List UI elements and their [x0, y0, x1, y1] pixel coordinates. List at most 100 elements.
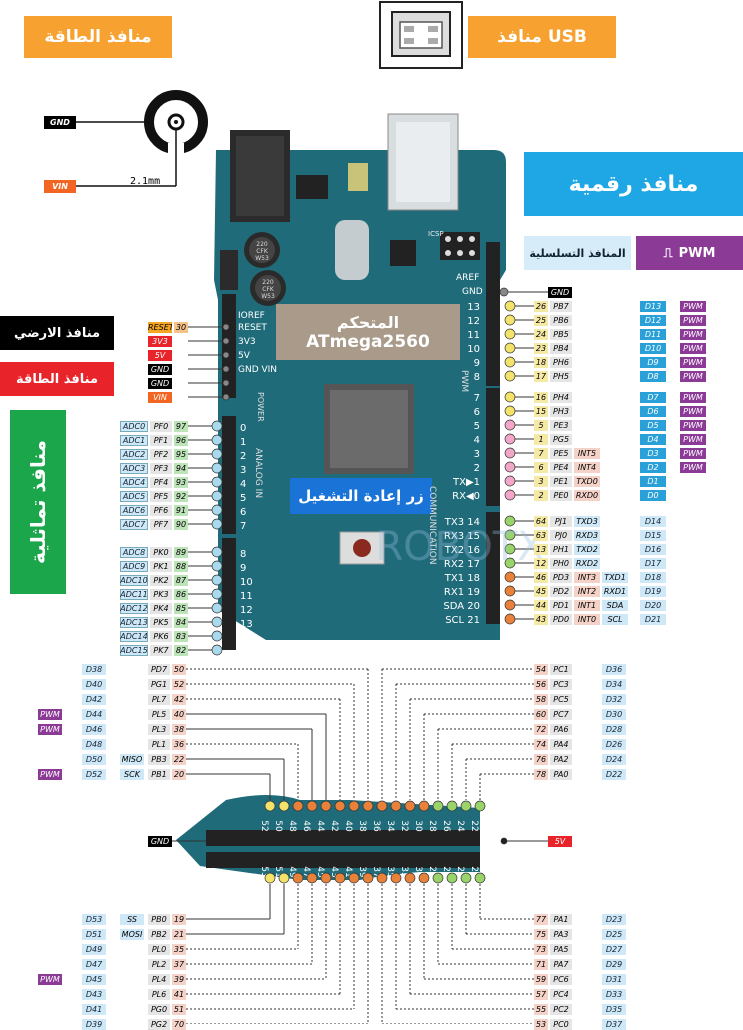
bottom-pin-number: 70 — [172, 1019, 186, 1030]
comm-extra-label: INT1 — [574, 600, 600, 611]
capacitor-text: W53 — [261, 293, 275, 300]
analog-pin-number: 88 — [174, 561, 188, 572]
analog-adc-label: ADC11 — [120, 589, 148, 600]
comm-d-label: D18 — [640, 572, 666, 583]
digital-pin-text: RX◀0 — [452, 491, 480, 502]
bottom-d-label: D47 — [82, 959, 106, 970]
bottom-d-label: D49 — [82, 944, 106, 955]
bottom-d-label: D51 — [82, 929, 106, 940]
analog-adc-label: ADC14 — [120, 631, 148, 642]
digital-pwm-label: PWM — [680, 301, 706, 312]
bottom-d-label: D36 — [602, 664, 626, 675]
capacitor-text: 220 — [256, 241, 268, 248]
bottom-top-dot — [446, 800, 458, 812]
bottom-port-label: PG1 — [148, 679, 170, 690]
bottom-port-label: PB3 — [148, 754, 170, 765]
bottom-pin-number: 53 — [534, 1019, 548, 1030]
analog-port-label: PK4 — [150, 603, 172, 614]
bottom-top-num: 26 — [441, 820, 451, 832]
bottom-top-num: 38 — [357, 820, 367, 832]
analog-pin-dot — [211, 420, 223, 432]
comm-port-label: PD0 — [550, 614, 572, 625]
power-pin-label: VIN — [148, 392, 172, 403]
analog-pin-number: 86 — [174, 589, 188, 600]
digital-pin-dot — [504, 405, 516, 417]
comm-pin-number: 63 — [534, 530, 548, 541]
digital-d-label: D3 — [640, 448, 666, 459]
power-pin-dot — [222, 393, 230, 401]
analog-port-label: PF7 — [150, 519, 172, 530]
capacitor-text: CFK — [256, 248, 269, 255]
bottom-top-dot — [404, 800, 416, 812]
bottom-bot-num: 39 — [357, 866, 367, 878]
digital-pin-text: 3 — [474, 449, 480, 460]
comm-d-label: D17 — [640, 558, 666, 569]
bottom-top-dot — [376, 800, 388, 812]
comm-pin-text: TX2 16 — [444, 545, 480, 556]
ground-ports-label: منافذ الارضي — [0, 316, 114, 350]
bottom-bot-dot — [320, 872, 332, 884]
digital-pin-dot — [504, 475, 516, 487]
analog-pin-number: 90 — [174, 519, 188, 530]
digital-pin-dot — [504, 433, 516, 445]
bottom-port-label: PC2 — [550, 1004, 572, 1015]
comm-pin-text: SDA 20 — [443, 601, 480, 612]
comm-d-label: D21 — [640, 614, 666, 625]
bottom-pin-number: 76 — [534, 754, 548, 765]
power-ports-label: منافذ الطاقة — [0, 362, 114, 396]
comm-extra-label: INT0 — [574, 614, 600, 625]
capacitor-text: 220 — [262, 279, 274, 286]
comm-pin-number: 43 — [534, 614, 548, 625]
digital-pin-text: 6 — [474, 407, 480, 418]
digital-d-label: D5 — [640, 420, 666, 431]
bottom-pin-number: 57 — [534, 989, 548, 1000]
analog-pin-dot — [211, 602, 223, 614]
bottom-bot-dot — [334, 872, 346, 884]
comm-pin-text: RX2 17 — [444, 559, 480, 570]
bottom-bot-dot — [418, 872, 430, 884]
bottom-port-label: PL2 — [148, 959, 170, 970]
bottom-port-label: PC4 — [550, 989, 572, 1000]
capacitor-text: W53 — [255, 255, 269, 262]
power-pin-dot — [222, 337, 230, 345]
comm-title: COMMUNICATION — [427, 486, 437, 565]
reset-button[interactable] — [339, 531, 385, 565]
digital-pin-dot — [504, 314, 516, 326]
bottom-bot-dot — [264, 872, 276, 884]
comm-pin-dot — [504, 613, 516, 625]
bottom-d-label: D29 — [602, 959, 626, 970]
analog-ports-label: منافذ تماثلية — [10, 410, 66, 594]
bottom-d-label: D40 — [82, 679, 106, 690]
digital-port-label: PB4 — [550, 343, 572, 354]
bottom-top-num: 34 — [385, 820, 395, 832]
bottom-pin-number: 75 — [534, 929, 548, 940]
digital-port-label: PE4 — [550, 462, 572, 473]
analog-adc-label: ADC12 — [120, 603, 148, 614]
bottom-d-label: D39 — [82, 1019, 106, 1030]
bottom-pin-number: 74 — [534, 739, 548, 750]
bottom-pin-number: 73 — [534, 944, 548, 955]
analog-pin-dot — [211, 630, 223, 642]
pwm-wave-icon: ⎍ — [663, 245, 673, 261]
digital-pin-number: 3 — [534, 476, 548, 487]
bottom-pin-number: 78 — [534, 769, 548, 780]
v5-text: 5V — [238, 351, 251, 361]
bottom-pin-number: 20 — [172, 769, 186, 780]
analog-port-label: PF3 — [150, 463, 172, 474]
comm-extra-label: RXD3 — [574, 530, 600, 541]
bottom-pin-number: 35 — [172, 944, 186, 955]
bottom-bot-num: 53 — [259, 866, 269, 877]
bottom-port-label: PL0 — [148, 944, 170, 955]
digital-pwm-label: PWM — [680, 420, 706, 431]
analog-pin-number: 92 — [174, 491, 188, 502]
comm-extra-label: RXD2 — [574, 558, 600, 569]
analog-pin-number: 87 — [174, 575, 188, 586]
bottom-d-label: D43 — [82, 989, 106, 1000]
dc-vin-label: VIN — [44, 180, 76, 193]
bottom-top-dot — [390, 800, 402, 812]
bottom-top-num: 42 — [329, 820, 339, 831]
comm-extra-label: INT3 — [574, 572, 600, 583]
analog-adc-label: ADC9 — [120, 561, 148, 572]
dc-diameter-label: 2.1mm — [130, 176, 161, 187]
